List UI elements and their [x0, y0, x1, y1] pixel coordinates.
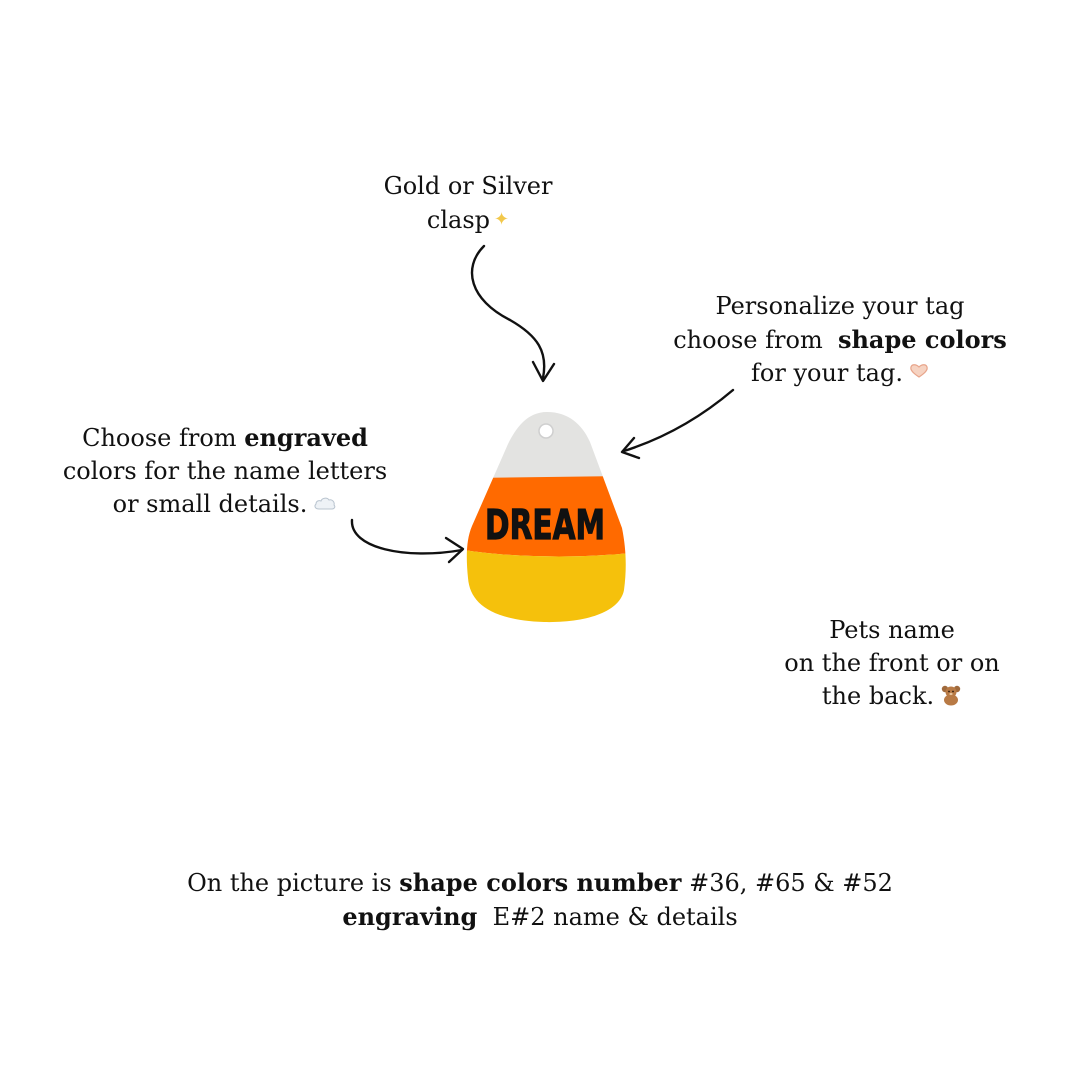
footer-line2-bold: engraving [342, 902, 478, 931]
tag-bottom-band [466, 550, 626, 623]
pets-name-line2: on the front or on [784, 649, 1000, 677]
shape-callout-line3: for your tag. [751, 359, 903, 387]
teddy-bear-icon [941, 685, 961, 706]
footer-note: On the picture is shape colors number #3… [140, 866, 940, 934]
clasp-arrowhead [531, 360, 556, 383]
shape-callout-line2-prefix: choose from [673, 326, 823, 354]
pets-name-line3: the back. [821, 682, 935, 710]
shape-colors-callout: Personalize your tag choose from shape c… [660, 290, 1020, 390]
tag-middle-band [466, 476, 626, 557]
engraved-callout-line1-bold: engraved [244, 423, 368, 452]
clasp-arrow [470, 244, 546, 380]
tag-top-band [466, 412, 626, 478]
heart-hands-icon [910, 364, 928, 378]
engraved-callout-line1-prefix: Choose from [82, 424, 237, 452]
footer-line1-suffix: #36, #65 & #52 [689, 869, 893, 897]
engraved-callout-line3: or small details. [112, 490, 308, 518]
clasp-callout: Gold or Silver clasp✦ [318, 170, 618, 237]
engraved-arrowhead [444, 536, 465, 564]
pets-name-callout: Pets name on the front or on the back. [760, 614, 1024, 713]
engraved-callout: Choose from engraved colors for the name… [30, 421, 420, 521]
shape-arrow [622, 388, 735, 453]
engraved-callout-line2: colors for the name letters [62, 457, 388, 485]
footer-line1-bold: shape colors number [399, 868, 682, 897]
engraved-arrow [350, 518, 464, 555]
shape-arrowhead [620, 436, 641, 460]
tag-engraved-name: DREAM [485, 501, 605, 549]
clasp-hole [538, 423, 554, 439]
footer-line1-prefix: On the picture is [187, 869, 392, 897]
shape-callout-line2-bold: shape colors [837, 325, 1007, 354]
footer-line2-suffix: E#2 name & details [492, 903, 738, 931]
candy-corn-tag: DREAM [466, 412, 626, 623]
clasp-callout-line1: Gold or Silver [383, 172, 553, 200]
sparkles-icon: ✦ [494, 209, 510, 230]
cloud-icon [314, 497, 336, 510]
pets-name-line1: Pets name [829, 616, 955, 644]
shape-callout-line1: Personalize your tag [715, 292, 965, 320]
clasp-callout-line2: clasp [426, 206, 490, 234]
